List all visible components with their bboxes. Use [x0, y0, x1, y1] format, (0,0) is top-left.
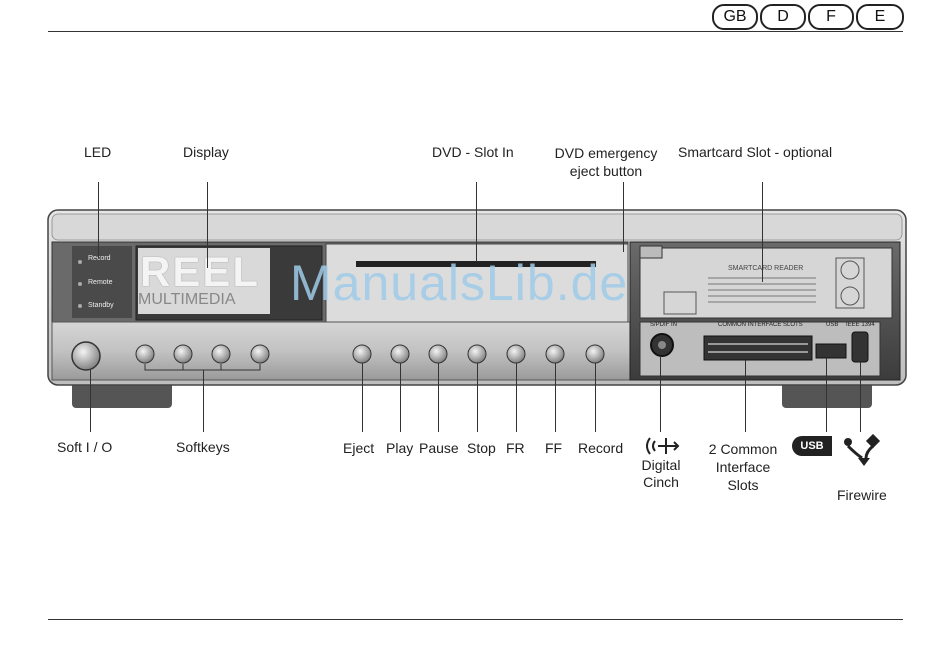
device-top-band [51, 213, 903, 241]
label-led: LED [84, 144, 112, 160]
led-record [78, 260, 82, 264]
led-standby [78, 304, 82, 308]
led-label-remote: Remote [88, 279, 113, 286]
display-logo: REEL [140, 248, 261, 295]
spdif-in-text: S/PDIF IN [650, 322, 678, 328]
display-sub: MULTIMEDIA [138, 291, 236, 308]
bottom-rule [48, 619, 903, 620]
leader-usb [826, 358, 827, 432]
label-ci-line2: Interface [715, 459, 771, 475]
label-dvd-slot: DVD - Slot In [432, 144, 514, 160]
label-display: Display [183, 144, 229, 160]
label-dvd-emergency-line1: DVD emergency [554, 145, 658, 161]
smartcard-left-slot [663, 291, 697, 315]
led-label-standby: Standby [88, 302, 114, 309]
label-pause: Pause [419, 440, 459, 456]
softkeys-group [135, 344, 270, 371]
softkey-3[interactable] [211, 344, 231, 364]
leader-dvd-emergency [623, 182, 624, 252]
lang-e: E [856, 4, 904, 30]
spdif-port-center [658, 341, 666, 349]
softkeys-bracket [144, 364, 261, 371]
leader-digital [660, 356, 661, 432]
leader-smartcard [762, 182, 763, 282]
label-record: Record [578, 440, 624, 456]
label-play: Play [386, 440, 414, 456]
smartcard-circle-bottom [840, 286, 860, 306]
led-remote [78, 282, 82, 286]
label-ci-line1: 2 Common [708, 441, 778, 457]
leader-pause [438, 363, 439, 432]
leader-display [207, 182, 208, 268]
usb-badge: USB [792, 436, 832, 456]
display-screen [138, 248, 270, 314]
leader-eject [362, 363, 363, 432]
lang-gb: GB [712, 4, 758, 30]
ieee-text: IEEE 1394 [846, 322, 875, 328]
device-foot-right [782, 380, 872, 408]
smartcard-right-block [835, 257, 865, 309]
label-softkeys: Softkeys [176, 439, 230, 455]
ff-button[interactable] [545, 344, 565, 364]
label-dvd-emergency: DVD emergency eject button [548, 144, 664, 180]
softkey-4[interactable] [250, 344, 270, 364]
label-smartcard-slot: Smartcard Slot - optional [678, 144, 833, 160]
leader-fr [516, 363, 517, 432]
leader-ci [745, 360, 746, 432]
play-button[interactable] [390, 344, 410, 364]
device-foot-left [72, 380, 172, 408]
label-eject: Eject [343, 440, 375, 456]
pause-button[interactable] [428, 344, 448, 364]
leader-ff [555, 363, 556, 432]
top-rule [48, 31, 903, 32]
lang-d: D [760, 4, 806, 30]
label-ci-line3: Slots [727, 477, 759, 493]
usb-port[interactable] [815, 343, 847, 359]
leader-record [595, 363, 596, 432]
led-label-record: Record [88, 255, 111, 262]
leader-stop [477, 363, 478, 432]
smartcard-reader-grille [708, 277, 816, 303]
firewire-icon [844, 434, 881, 466]
label-digital-line1: Digital [641, 457, 681, 473]
record-button[interactable] [585, 344, 605, 364]
dvd-emergency-eject-button[interactable] [639, 245, 663, 259]
usb-text: USB [826, 322, 839, 328]
label-stop: Stop [467, 440, 496, 456]
smartcard-circle-top [840, 260, 860, 280]
label-dvd-emergency-line2: eject button [569, 163, 643, 179]
softkey-1[interactable] [135, 344, 155, 364]
leader-led [98, 182, 99, 258]
ci-slots-text: COMMON INTERFACE SLOTS [718, 322, 803, 328]
label-ff: FF [545, 440, 563, 456]
leader-dvd-slot [476, 182, 477, 262]
soft-io-button[interactable] [71, 341, 101, 371]
leader-soft [90, 370, 91, 432]
lang-f: F [808, 4, 854, 30]
label-firewire: Firewire [837, 487, 887, 503]
eject-button[interactable] [352, 344, 372, 364]
label-fr: FR [506, 440, 525, 456]
watermark: ManualsLib.de [290, 255, 629, 311]
label-digital-line2: Cinch [643, 474, 679, 490]
digital-cinch-icon [646, 437, 680, 455]
usb-badge-text: USB [800, 440, 824, 452]
firewire-port[interactable] [851, 331, 869, 363]
label-common-interface: 2 Common Interface Slots [700, 440, 786, 494]
fr-button[interactable] [506, 344, 526, 364]
ci-slots[interactable] [703, 335, 813, 361]
leader-firewire [860, 362, 861, 432]
smartcard-reader-text: SMARTCARD READER [728, 265, 804, 272]
label-soft-io: Soft I / O [57, 439, 113, 455]
dvd-slot-panel [325, 243, 629, 323]
smartcard-panel [639, 247, 893, 319]
label-digital-cinch: Digital Cinch [630, 457, 692, 491]
dvd-slot[interactable] [356, 261, 596, 267]
leader-play [400, 363, 401, 432]
leader-softkeys [203, 370, 204, 432]
stop-button[interactable] [467, 344, 487, 364]
softkey-2[interactable] [173, 344, 193, 364]
